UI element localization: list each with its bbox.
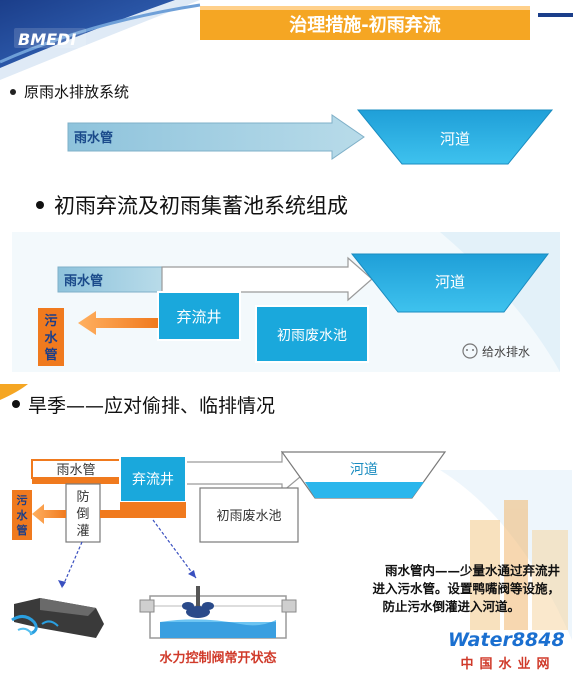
diversion-well-box (157, 291, 241, 341)
bullet-dot (36, 201, 44, 209)
sewer-pipe-box (12, 490, 32, 540)
water-splash (11, 615, 38, 636)
stormwater-pipe (57, 266, 163, 293)
section-dry-season: 旱季——应对偷排、临排情况 雨水管 河道 弃流井 初雨废水池 防 (8, 395, 572, 674)
section3-corner-accent (0, 384, 28, 400)
backflow-char-3: 灌 (76, 524, 89, 539)
site-logo-cn: 中国水业网 (460, 656, 555, 672)
backflow-char-2: 倒 (76, 507, 89, 522)
storage-pool-label: 初雨废水池 (216, 508, 281, 524)
stormwater-pipe-label: 雨水管 (64, 273, 103, 289)
diversion-well-label: 弃流井 (132, 472, 174, 488)
storage-pool-label: 初雨废水池 (277, 327, 347, 344)
stormwater-pipe-label: 雨水管 (56, 463, 95, 478)
overflow-arrow-outline (185, 450, 307, 494)
building-shape (532, 530, 568, 630)
duckbill-highlight (40, 598, 96, 616)
river-trapezoid (356, 109, 554, 165)
pointer-line-valve (152, 519, 197, 579)
sewer-flow-arrow (78, 311, 158, 335)
wechat-icon-eye (472, 349, 474, 351)
section1-heading: 原雨水排放系统 (24, 83, 129, 101)
section2-heading: 初雨弃流及初雨集蓄池系统组成 (54, 194, 348, 218)
water-splash (17, 627, 33, 635)
page-title: 治理措施-初雨弃流 (289, 14, 440, 36)
stormwater-pipe-bottom (32, 478, 120, 484)
bullet-dot (10, 89, 16, 95)
logo-text: BMEDI (18, 30, 76, 49)
valve-caption: 水力控制阀常开状态 (159, 650, 276, 666)
wechat-icon (462, 343, 478, 359)
valve-water (160, 622, 276, 638)
sewer-pipe-box (38, 308, 64, 366)
title-banner-highlight (200, 6, 530, 10)
hydraulic-valve-illustration (139, 586, 297, 639)
sewer-flow-connector (100, 510, 120, 518)
bullet-dot (12, 400, 20, 408)
valve-flap (182, 602, 194, 610)
valve-float (186, 606, 210, 618)
storage-pool-box (255, 305, 369, 363)
backflow-char-1: 防 (76, 489, 89, 505)
note-line-3: 防止污水倒灌进入河道。 (382, 599, 520, 614)
header-swoosh-line (0, 3, 201, 64)
valve-flap (202, 602, 214, 610)
sewer-pipe-char-3: 管 (17, 523, 28, 537)
wechat-icon-eye (466, 349, 468, 351)
diversion-well-box (119, 455, 187, 503)
river-trapezoid (350, 253, 550, 313)
pointer-arrowhead (188, 570, 196, 578)
logo-plate (14, 28, 86, 48)
river-label: 河道 (350, 462, 378, 478)
section3-heading: 旱季——应对偷排、临排情况 (28, 395, 275, 417)
building-shape (504, 500, 528, 630)
valve-stem (196, 586, 200, 608)
sewer-pipe-char-1: 污 (17, 493, 28, 507)
river-water-level (305, 482, 424, 498)
diversion-well-label: 弃流井 (176, 308, 221, 326)
sewer-pipe-label: 污 水 管 (17, 493, 29, 537)
diversion-well-sump (120, 502, 186, 518)
sewer-pipe-char-3: 管 (44, 347, 57, 363)
sewer-pipe-label: 污 水 管 (44, 313, 58, 363)
duckbill-valve-illustration (11, 598, 104, 638)
title-banner (200, 6, 530, 40)
section-system-composition: 初雨弃流及初雨集蓄池系统组成 雨水管 河道 弃流井 初雨废水池 污 水 管 给水… (12, 194, 560, 372)
stormwater-pipe-label: 雨水管 (74, 130, 113, 146)
section-original-system: 原雨水排放系统 雨水管 河道 (10, 83, 554, 165)
inlet-pipe (139, 599, 155, 613)
sewer-flow-arrow (32, 504, 66, 524)
header: BMEDI 治理措施-初雨弃流 (0, 0, 573, 80)
building-shape (470, 520, 500, 630)
diagram3-glow (440, 470, 572, 640)
water-splash (41, 620, 59, 627)
sewer-pipe-char-1: 污 (44, 313, 57, 329)
outlet-pipe (281, 599, 297, 613)
city-skyline-decoration (470, 500, 568, 630)
note-line-2: 进入污水管。设置鸭嘴阀等设施， (372, 581, 560, 596)
title-accent-bar (538, 13, 573, 17)
backflow-preventer-label: 防 倒 灌 (76, 489, 89, 539)
pointer-line-duckbill (61, 541, 83, 589)
storage-pool-box (199, 487, 299, 543)
river-label: 河道 (440, 130, 470, 148)
stormwater-pipe-arrow (67, 114, 365, 160)
valve-water-surface (160, 619, 276, 626)
river-label: 河道 (435, 273, 465, 291)
backflow-preventer-box (65, 483, 101, 543)
note-line-1: 雨水管内——少量水通过弃流井 (385, 563, 561, 578)
sewer-pipe-char-2: 水 (44, 330, 58, 346)
header-corner-shape (0, 0, 175, 68)
sewer-pipe-char-2: 水 (17, 508, 29, 522)
site-logo-en: Water8848 (448, 629, 565, 651)
watermark-text: 给水排水 (482, 345, 530, 359)
pointer-arrowhead (58, 580, 66, 588)
